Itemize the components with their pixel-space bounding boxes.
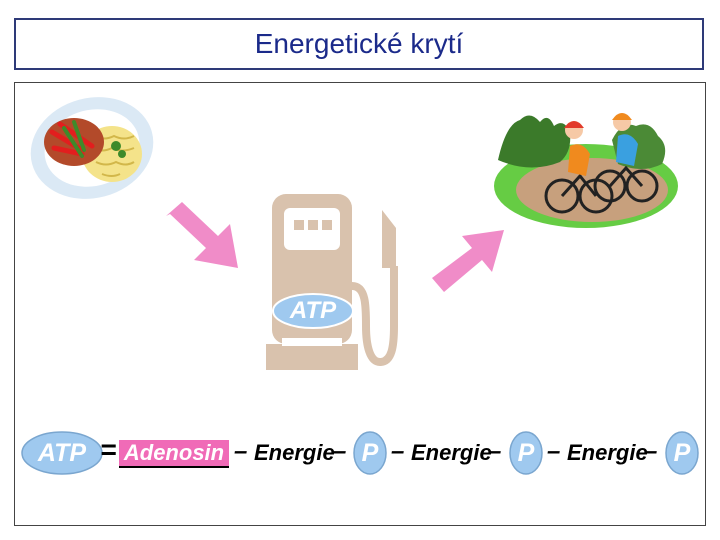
content-frame [14,82,706,526]
energie-label-1: Energie [254,440,335,465]
dash-3: – [391,438,405,465]
phosphate-oval-3 [665,431,699,475]
dash-1: – [234,438,248,465]
dash-5: – [547,438,561,465]
phosphate-label-2: P [517,438,535,467]
arrow-pump-to-bikers [432,230,504,292]
pump-atp-label: ATP [289,297,337,324]
adenosin-box [119,440,229,468]
equation-atp-oval [21,431,103,475]
dash-2: – [333,438,347,465]
adenosin-label: Adenosin [123,440,225,465]
slide-title: Energetické krytí [254,28,464,59]
equals-sign: = [100,434,117,465]
atp-equation: ATP = Adenosin – Energie – P – Energie –… [18,430,708,480]
phosphate-oval-1 [353,431,387,475]
energie-label-3: Energie [567,440,648,465]
pump-atp-oval: ATP [271,292,355,330]
fuel-pump-icon [266,194,398,370]
dash-4: – [488,438,502,465]
phosphate-label-1: P [361,438,379,467]
cyclists-illustration [494,113,678,228]
phosphate-oval-2 [509,431,543,475]
title-box: Energetické krytí [14,18,704,70]
arrow-food-to-pump [166,202,238,268]
phosphate-label-3: P [673,438,691,467]
food-plate-illustration [30,97,154,199]
dash-6: – [644,438,658,465]
energie-label-2: Energie [411,440,492,465]
equation-atp-label: ATP [37,438,87,467]
